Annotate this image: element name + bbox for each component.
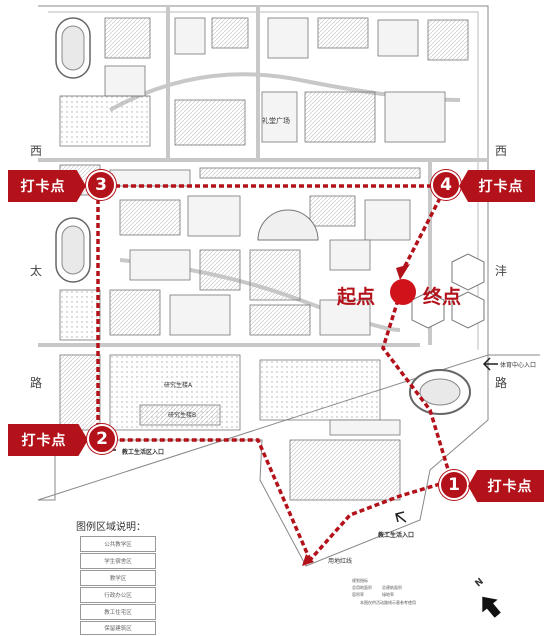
end-label: 终点 — [423, 286, 462, 308]
label-library: 礼堂广场 — [262, 117, 290, 125]
label-south-entrance: 教工生活区入口 — [122, 449, 165, 456]
checkpoint-1-tag: 打卡点 — [468, 470, 544, 502]
legend-item: 教学区 — [80, 570, 156, 586]
info-title: 规划指标 — [352, 578, 368, 583]
legend-item: 学生宿舍区 — [80, 553, 156, 569]
road-west-char-1: 西 — [30, 144, 43, 158]
arena-hexagons — [411, 253, 485, 329]
stadium-east — [409, 369, 471, 415]
checkpoint-2-tag: 打卡点 — [8, 424, 88, 456]
info-line: 总用地面积 — [352, 585, 372, 590]
label-stadium-entrance: 体育中心入口 — [500, 362, 537, 369]
checkpoint-4-marker: 4 — [431, 170, 461, 200]
info-line: 总建筑面积 — [382, 585, 402, 590]
checkpoint-2-marker: 2 — [87, 424, 117, 454]
sports-field-west — [55, 217, 91, 283]
start-end-marker — [390, 279, 416, 305]
sports-field-north — [55, 17, 91, 79]
tour-route — [96, 184, 452, 562]
road-east-char-2: 沣 — [495, 264, 508, 278]
label-red-line: 用地红线 — [328, 558, 353, 565]
auditorium — [257, 209, 319, 241]
legend-item: 公共教学区 — [80, 536, 156, 552]
legend-title: 图例区域说明： — [76, 522, 146, 533]
label-dorm-b: 研究生楼B — [168, 412, 197, 419]
info-line: 容积率 — [352, 592, 364, 597]
info-footer: 本图仅供活动路线示意参考使用 — [360, 600, 416, 605]
start-label: 起点 — [337, 286, 376, 308]
checkpoint-3-tag: 打卡点 — [8, 170, 86, 202]
legend-item: 行政办公区 — [80, 587, 156, 603]
road-east-char-1: 西 — [495, 144, 508, 158]
label-staff-entrance: 教工生活入口 — [378, 532, 415, 539]
label-dorm-a: 研究生楼A — [164, 382, 193, 389]
checkpoint-4-tag: 打卡点 — [459, 170, 535, 202]
road-west-char-3: 路 — [30, 376, 43, 390]
compass-icon — [482, 596, 501, 618]
road-east-char-3: 路 — [495, 376, 508, 390]
checkpoint-1-marker: 1 — [439, 470, 469, 500]
info-line: 绿地率 — [382, 592, 394, 597]
legend-item: 保留建筑区 — [80, 621, 156, 635]
road-west-char-2: 太 — [30, 264, 43, 278]
checkpoint-3-marker: 3 — [86, 170, 116, 200]
legend-item: 教工住宅区 — [80, 604, 156, 620]
building-blocks — [59, 17, 469, 501]
